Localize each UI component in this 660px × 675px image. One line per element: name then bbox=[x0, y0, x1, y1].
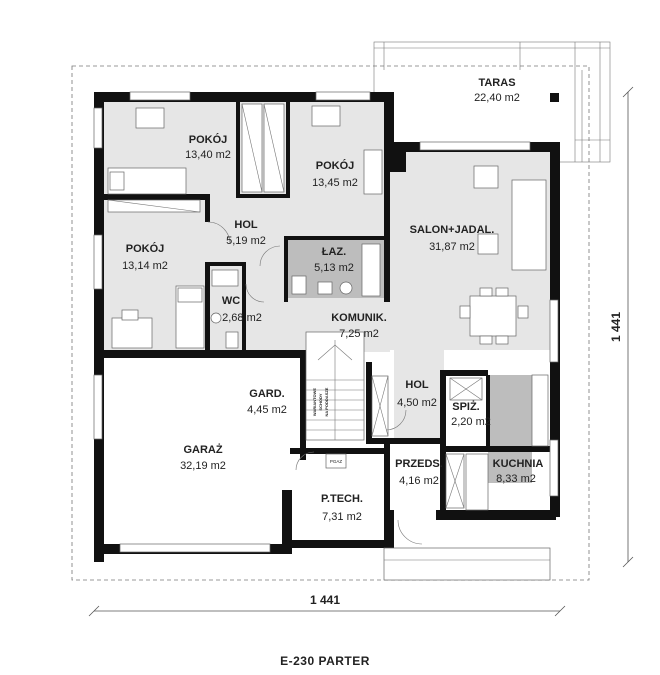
room-area-pokoj-3: 13,14 m2 bbox=[122, 260, 168, 272]
room-name-gard: GARD. bbox=[249, 388, 284, 400]
room-name-ptech: P.TECH. bbox=[321, 493, 363, 505]
room-name-pokoj-2: POKÓJ bbox=[316, 159, 355, 172]
width-dimension-label: 1 441 bbox=[310, 593, 340, 607]
plan-caption: E-230 PARTER bbox=[280, 654, 370, 668]
room-name-hol-1: HOL bbox=[234, 219, 258, 231]
stairs-note-line-3: NA PODDASZE bbox=[324, 387, 329, 416]
room-area-hol-1: 5,19 m2 bbox=[226, 235, 266, 247]
room-area-wc: 2,68 m2 bbox=[222, 312, 262, 324]
roof-outline bbox=[71, 65, 590, 581]
room-area-salon: 31,87 m2 bbox=[429, 241, 475, 253]
room-name-hol-2: HOL bbox=[405, 379, 429, 391]
room-area-gard: 4,45 m2 bbox=[247, 404, 287, 416]
room-area-spiz: 2,20 m2 bbox=[451, 416, 491, 428]
windows bbox=[93, 91, 559, 581]
dimension-vertical: 1 441 bbox=[609, 86, 634, 568]
room-name-lazienka: ŁAZ. bbox=[322, 246, 346, 258]
stairs bbox=[305, 331, 365, 441]
furniture bbox=[107, 103, 549, 511]
room-name-garaz: GARAŻ bbox=[183, 443, 222, 456]
room-area-taras: 22,40 m2 bbox=[474, 92, 520, 104]
room-name-wc: WC bbox=[222, 295, 240, 307]
room-area-ptech: 7,31 m2 bbox=[322, 511, 362, 523]
room-area-pokoj-1: 13,40 m2 bbox=[185, 149, 231, 161]
door-swings bbox=[207, 221, 423, 545]
dimension-horizontal: 1 441 bbox=[88, 593, 566, 617]
room-area-garaz: 32,19 m2 bbox=[180, 460, 226, 472]
room-area-pokoj-2: 13,45 m2 bbox=[312, 177, 358, 189]
appliance-label: PGAZ bbox=[330, 459, 343, 464]
small-labels: PGAZ WARIANTOWE SCHODY NA PODDASZE bbox=[312, 387, 342, 464]
room-name-komunik: KOMUNIK. bbox=[331, 312, 387, 324]
room-name-kuchnia: KUCHNIA bbox=[493, 458, 544, 470]
room-name-taras: TARAS bbox=[478, 77, 515, 89]
room-area-lazienka: 5,13 m2 bbox=[314, 262, 354, 274]
room-area-hol-2: 4,50 m2 bbox=[397, 397, 437, 409]
room-area-przeds: 4,16 m2 bbox=[399, 475, 439, 487]
room-name-przeds: PRZEDS. bbox=[395, 458, 443, 470]
height-dimension-label: 1 441 bbox=[609, 312, 623, 342]
room-name-pokoj-1: POKÓJ bbox=[189, 133, 228, 146]
room-labels: TARAS 22,40 m2 POKÓJ 13,40 m2 POKÓJ 13,4… bbox=[122, 77, 543, 523]
stairs-note-line-1: WARIANTOWE bbox=[312, 388, 317, 416]
stairs-note-line-2: SCHODY bbox=[318, 393, 323, 410]
room-name-pokoj-3: POKÓJ bbox=[126, 242, 165, 255]
room-area-kuchnia: 8,33 m2 bbox=[496, 473, 536, 485]
room-name-spiz: SPIŻ. bbox=[452, 400, 480, 413]
room-name-salon: SALON+JADAL. bbox=[410, 224, 495, 236]
room-area-komunik: 7,25 m2 bbox=[339, 328, 379, 340]
